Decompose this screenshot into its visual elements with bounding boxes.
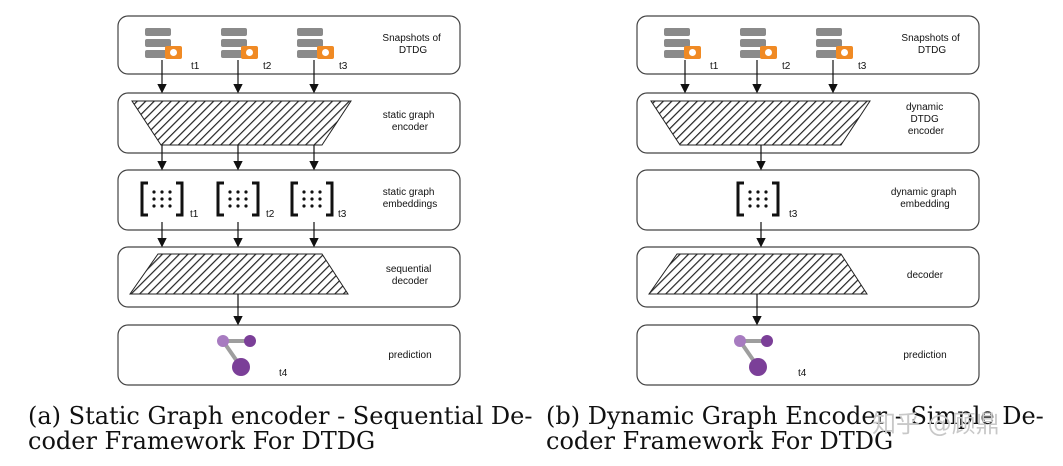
matrix-icon: [736, 181, 780, 217]
embedding-time-label: t1: [190, 209, 199, 220]
snapshot-time-label: t1: [191, 61, 200, 72]
prediction-label: prediction: [903, 350, 946, 361]
embedding-time-label: t3: [789, 209, 798, 220]
graph-icon: [217, 335, 256, 376]
snapshots-label: Snapshots of DTDG: [382, 33, 443, 56]
snapshot-time-label: t3: [858, 61, 867, 72]
snapshots-box-a: [117, 15, 461, 75]
embedding-time-label: t3: [338, 209, 347, 220]
panel-b: t1 t2 t3 Snapshots of DTDG dynamic DTDG …: [636, 15, 980, 386]
prediction-box-a: [117, 324, 461, 386]
prediction-box-b: [636, 324, 980, 386]
embeddings-label: dynamic graph embedding: [891, 187, 959, 210]
database-icon: [816, 28, 853, 59]
prediction-label: prediction: [388, 350, 431, 361]
snapshots-box-b: [636, 15, 980, 75]
snapshot-time-label: t2: [263, 61, 272, 72]
decoder-trapezoid: [129, 253, 349, 295]
prediction-time-label: t4: [798, 368, 807, 379]
caption-a-line1: (a) Static Graph encoder - Sequential De…: [28, 402, 533, 430]
database-icon: [145, 28, 182, 59]
snapshot-time-label: t2: [782, 61, 791, 72]
snapshots-label: Snapshots of DTDG: [901, 33, 962, 56]
embeddings-box-a: [117, 169, 461, 231]
database-icon: [297, 28, 334, 59]
database-icon: [221, 28, 258, 59]
caption-a: (a) Static Graph encoder - Sequential De…: [28, 402, 533, 455]
embedding-time-label: t2: [266, 209, 275, 220]
decoder-label: sequential decoder: [386, 264, 434, 287]
matrix-icon: [140, 181, 184, 217]
matrix-icon: [290, 181, 334, 217]
embeddings-box-b: [636, 169, 980, 231]
caption-b-line2: coder Framework For DTDG: [546, 427, 894, 455]
encoder-trapezoid: [650, 100, 871, 146]
panel-a: t1 t2 t3 Snapshots of DTDG static graph …: [117, 15, 461, 386]
decoder-trapezoid: [648, 253, 868, 295]
matrix-icon: [216, 181, 260, 217]
snapshot-time-label: t3: [339, 61, 348, 72]
caption-b-line1: (b) Dynamic Graph Encoder - Simple De-: [546, 402, 1044, 430]
encoder-trapezoid: [131, 100, 352, 146]
database-icon: [664, 28, 701, 59]
encoder-label: static graph encoder: [383, 110, 437, 133]
prediction-time-label: t4: [279, 368, 288, 379]
embeddings-label: static graph embeddings: [383, 187, 437, 210]
graph-icon: [734, 335, 773, 376]
encoder-label: dynamic DTDG encoder: [906, 102, 946, 137]
caption-a-line2: coder Framework For DTDG: [28, 427, 376, 455]
watermark: 知乎 @顾鼎: [872, 410, 1000, 438]
database-icon: [740, 28, 777, 59]
snapshot-time-label: t1: [710, 61, 719, 72]
decoder-label: decoder: [907, 270, 944, 281]
caption-b: (b) Dynamic Graph Encoder - Simple De- c…: [546, 404, 1056, 454]
